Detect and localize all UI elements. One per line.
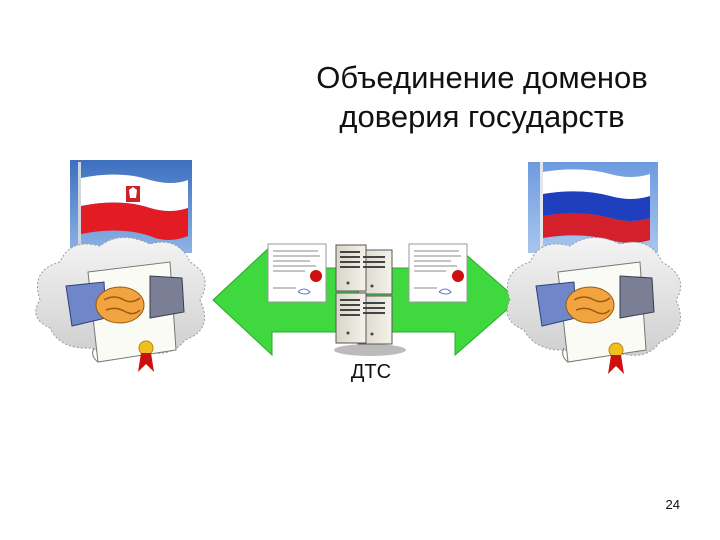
slide-title-line-2: доверия государств xyxy=(339,99,625,134)
certificate-document-icon xyxy=(267,243,327,303)
certificate-document-icon xyxy=(408,243,468,303)
handshake-certificate-icon xyxy=(35,237,206,372)
poland-flag-icon xyxy=(70,160,192,253)
server-stack-icon xyxy=(334,244,406,356)
slide-title: Объединение доменов доверия государств xyxy=(262,58,702,136)
slide-title-line-1: Объединение доменов xyxy=(316,60,648,95)
page-number: 24 xyxy=(665,497,680,512)
dts-label: ДТС xyxy=(350,361,392,383)
handshake-certificate-icon xyxy=(506,237,682,374)
